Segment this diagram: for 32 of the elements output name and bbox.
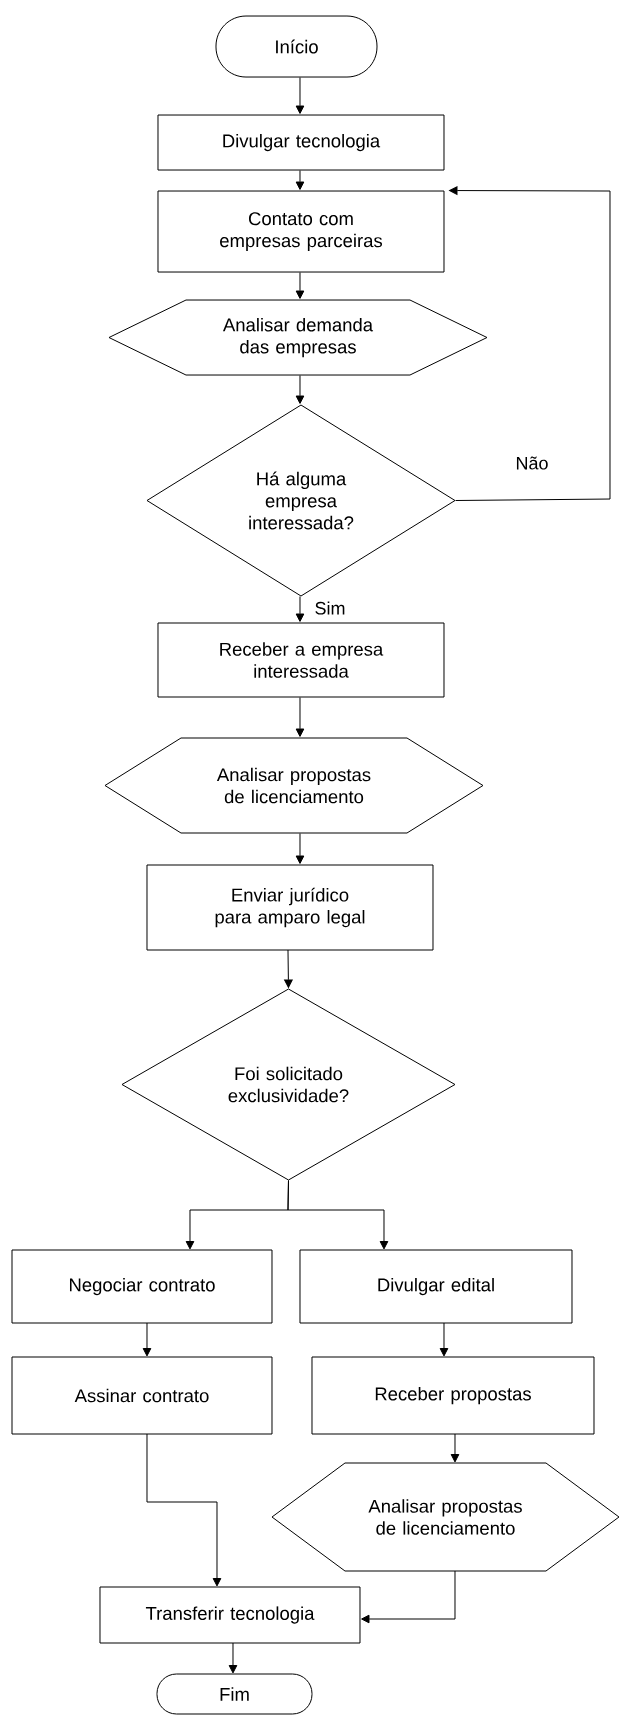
arrow [295,833,305,864]
arrow [295,697,305,737]
terminal-pill: Início [215,15,378,78]
arrow [295,596,305,622]
arrow [295,170,305,190]
process-box: Transferir tecnologia [99,1586,361,1644]
arrow [295,77,305,114]
preparation-hexagon: Analisar demanda das empresas [108,299,488,376]
process-box: Contato com empresas parceiras [157,190,445,273]
arrow [142,1322,152,1357]
arrow [361,1570,456,1624]
arrow [146,1433,222,1587]
process-box: Assinar contrato [11,1356,273,1435]
arrow [287,1180,389,1250]
arrow [449,186,611,501]
arrow [295,272,305,299]
arrow [450,1433,460,1463]
arrow [439,1322,449,1357]
process-box: Receber a empresa interessada [157,622,445,698]
arrow [295,375,305,404]
process-box: Negociar contrato [11,1249,273,1324]
edge-label: Sim [313,600,347,616]
terminal-pill: Fim [156,1673,313,1715]
process-box: Divulgar tecnologia [157,114,445,171]
process-box: Receber propostas [311,1356,595,1435]
preparation-hexagon: Analisar propostas de licenciamento [271,1462,620,1572]
preparation-hexagon: Analisar propostas de licenciamento [104,737,484,834]
arrow [284,949,293,988]
edge-label: Não [514,455,550,471]
process-box: Enviar jurídico para amparo legal [146,864,434,951]
process-box: Divulgar edital [299,1249,573,1324]
arrow [228,1642,238,1674]
